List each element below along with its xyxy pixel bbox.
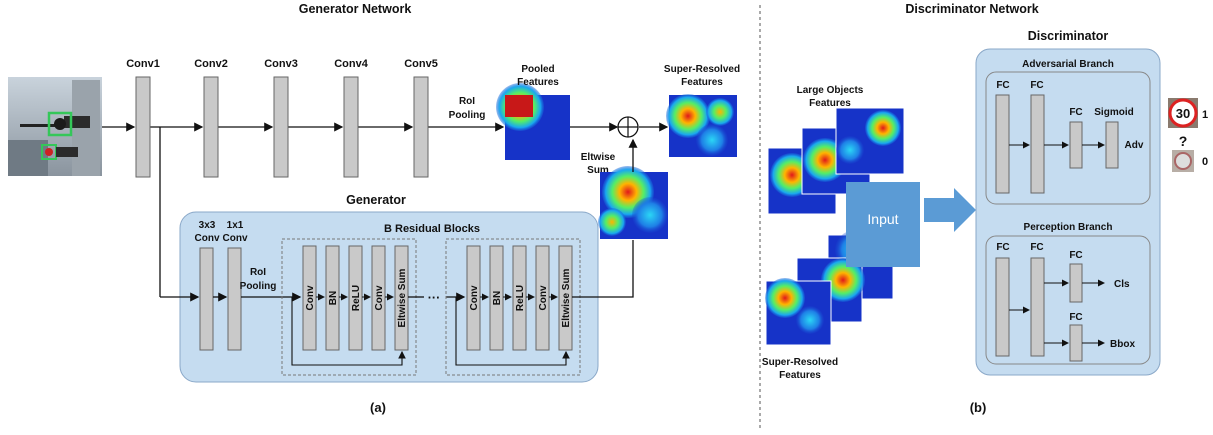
roi-pooling-top-line1: RoI [459, 96, 475, 107]
bb-layer-1: Conv [469, 285, 480, 310]
street-scene-image [8, 77, 102, 176]
low-res-sign-icon [1172, 150, 1194, 172]
pooled-features-line2: Features [517, 77, 559, 88]
adv-fc1-layer [995, 94, 1010, 194]
fake-label: 0 [1202, 156, 1208, 168]
perception-branch-title: Perception Branch [1024, 222, 1113, 233]
bbox-fc-layer [1069, 324, 1083, 362]
caption-b: (b) [970, 400, 987, 415]
large-objects-stack [767, 107, 905, 215]
large-objects-line2: Features [809, 98, 851, 109]
conv5-label: Conv5 [404, 58, 438, 70]
conv3x3-line2: Conv [195, 233, 220, 244]
speed-sign-icon [1168, 98, 1198, 128]
generator-panel-title: Generator [346, 193, 406, 207]
super-resolved-top-line1: Super-Resolved [664, 64, 740, 75]
pooled-features-line1: Pooled [521, 64, 554, 75]
conv4-layer [343, 76, 359, 178]
eltwise-sum-line2: Sum [587, 165, 609, 176]
conv2-layer [203, 76, 219, 178]
roi-pooling-top-line2: Pooling [449, 110, 486, 121]
residual-ellipsis: ··· [428, 291, 441, 305]
per-fc4-label: FC [1069, 312, 1082, 323]
input-label: Input [867, 211, 898, 227]
super-resolved-top-line2: Features [681, 77, 723, 88]
super-resolved-features-map [666, 94, 737, 157]
adv-label: Adv [1125, 140, 1144, 151]
per-fc1-label: FC [996, 242, 1009, 253]
adv-fc2-label: FC [1030, 80, 1043, 91]
bbox-label: Bbox [1110, 339, 1135, 350]
residual-block-1 [281, 238, 417, 376]
adv-fc2-layer [1030, 94, 1045, 194]
per-fc2-label: FC [1030, 242, 1043, 253]
sigmoid-layer [1105, 121, 1119, 169]
conv-layers [135, 76, 429, 178]
conv3-layer [273, 76, 289, 178]
roi-pooling-inner-line1: RoI [250, 267, 266, 278]
per-fc1-layer [995, 257, 1010, 357]
conv3-label: Conv3 [264, 58, 298, 70]
bb-layer-5: Eltwise Sum [561, 268, 572, 327]
adv-fc1-label: FC [996, 80, 1009, 91]
residual-output-map [598, 166, 668, 239]
conv1x1-line1: 1x1 [227, 220, 244, 231]
conv1-layer [135, 76, 151, 178]
pooled-features-map [496, 83, 570, 160]
bb-layer-4: Conv [538, 285, 549, 310]
cls-fc-layer [1069, 263, 1083, 303]
conv1x1-line2: Conv [223, 233, 248, 244]
per-fc3-label: FC [1069, 250, 1082, 261]
adv-fc3-layer [1069, 121, 1083, 169]
perception-branch-box [985, 235, 1151, 365]
roi-pooling-inner-line2: Pooling [240, 281, 277, 292]
per-fc2-layer [1030, 257, 1045, 357]
b1-layer-5: Eltwise Sum [397, 268, 408, 327]
real-label: 1 [1202, 109, 1208, 121]
cls-label: Cls [1114, 279, 1130, 290]
input-block [846, 182, 920, 267]
bb-layer-3: ReLU [515, 285, 526, 311]
discriminator-panel-title: Discriminator [1028, 29, 1109, 43]
residual-block-b-layers [466, 245, 573, 351]
bb-layer-2: BN [492, 291, 503, 305]
question-mark: ? [1179, 133, 1188, 149]
large-objects-line1: Large Objects [797, 85, 864, 96]
residual-block-b [445, 238, 581, 376]
b1-layer-1: Conv [305, 285, 316, 310]
conv4-label: Conv4 [334, 58, 369, 70]
generator-network-title: Generator Network [299, 2, 412, 16]
adversarial-branch-box [985, 71, 1151, 205]
eltwise-sum-line1: Eltwise [581, 152, 616, 163]
adversarial-branch-title: Adversarial Branch [1022, 59, 1114, 70]
b1-layer-4: Conv [374, 285, 385, 310]
conv5-layer [413, 76, 429, 178]
adv-fc3-label: FC [1069, 107, 1082, 118]
caption-a: (a) [370, 400, 386, 415]
sigmoid-label: Sigmoid [1094, 107, 1133, 118]
residual-block-1-layers [302, 245, 409, 351]
discriminator-network-title: Discriminator Network [905, 2, 1038, 16]
b1-layer-3: ReLU [351, 285, 362, 311]
conv1-label: Conv1 [126, 58, 160, 70]
sign-number: 30 [1176, 106, 1190, 121]
b1-layer-2: BN [328, 291, 339, 305]
input-arrow [924, 188, 976, 232]
conv1x1-layer [227, 247, 242, 351]
super-resolved-line1: Super-Resolved [762, 357, 838, 368]
conv3x3-line1: 3x3 [199, 220, 216, 231]
conv2-label: Conv2 [194, 58, 228, 70]
residual-blocks-title: B Residual Blocks [384, 223, 480, 235]
super-resolved-line2: Features [779, 370, 821, 381]
conv3x3-layer [199, 247, 214, 351]
